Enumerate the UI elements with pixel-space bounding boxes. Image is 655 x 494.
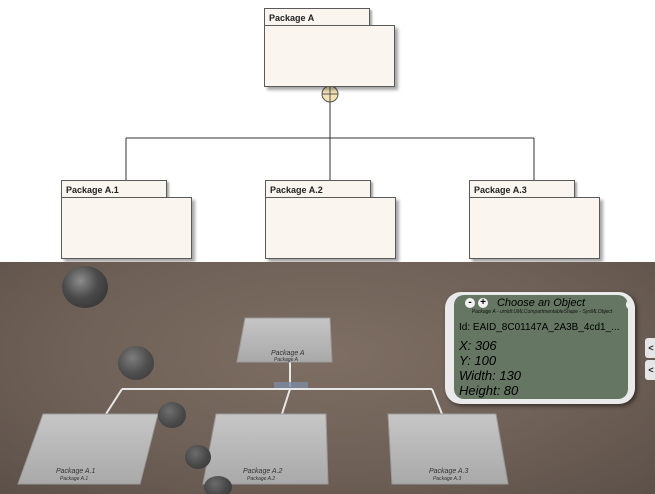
object-y: Y: 100 (459, 353, 496, 368)
package-body (264, 25, 395, 87)
package-body (265, 197, 396, 259)
sphere-object[interactable] (204, 476, 232, 494)
plate-sublabel: Package A.3 (433, 476, 461, 482)
package-name: Package A (264, 8, 370, 26)
panel-title: Choose an Object (454, 297, 628, 309)
panel-subtitle: Package A - umldi:UMLCompartmentableShap… (464, 309, 620, 315)
object-id: Id: EAID_8C01147A_2A3B_4cd1_... (459, 322, 619, 333)
object-height: Height: 80 (459, 383, 518, 398)
containment-icon (322, 86, 338, 102)
package-name: Package A.3 (469, 180, 575, 198)
plate-sublabel: Package A.1 (60, 476, 88, 482)
plate-label: Package A.3 (429, 468, 468, 475)
plate-label: Package A (271, 350, 305, 357)
choose-object-panel[interactable]: - + Choose an Object X Package A - umldi… (445, 292, 635, 404)
plate-label: Package A.2 (243, 468, 282, 475)
object-x: X: 306 (459, 338, 497, 353)
plate-sublabel: Package A.2 (247, 476, 275, 482)
plate-label: Package A.1 (56, 468, 95, 475)
side-expand-tab[interactable]: < (645, 338, 655, 358)
connector-marker (274, 382, 308, 388)
sphere-object[interactable] (158, 402, 186, 428)
sphere-object[interactable] (62, 266, 108, 308)
sphere-object[interactable] (118, 346, 154, 380)
plate-sublabel: Package A (274, 357, 298, 363)
panel-content: - + Choose an Object X Package A - umldi… (454, 295, 628, 399)
uml-diagram: Package A Package A.1 Package A.2 Packag… (0, 0, 655, 262)
package-name: Package A.1 (61, 180, 167, 198)
package-name: Package A.2 (265, 180, 371, 198)
package-body (469, 197, 600, 259)
object-width: Width: 130 (459, 368, 521, 383)
package-body (61, 197, 192, 259)
sphere-object[interactable] (185, 445, 211, 469)
side-expand-tab[interactable]: < (645, 360, 655, 380)
